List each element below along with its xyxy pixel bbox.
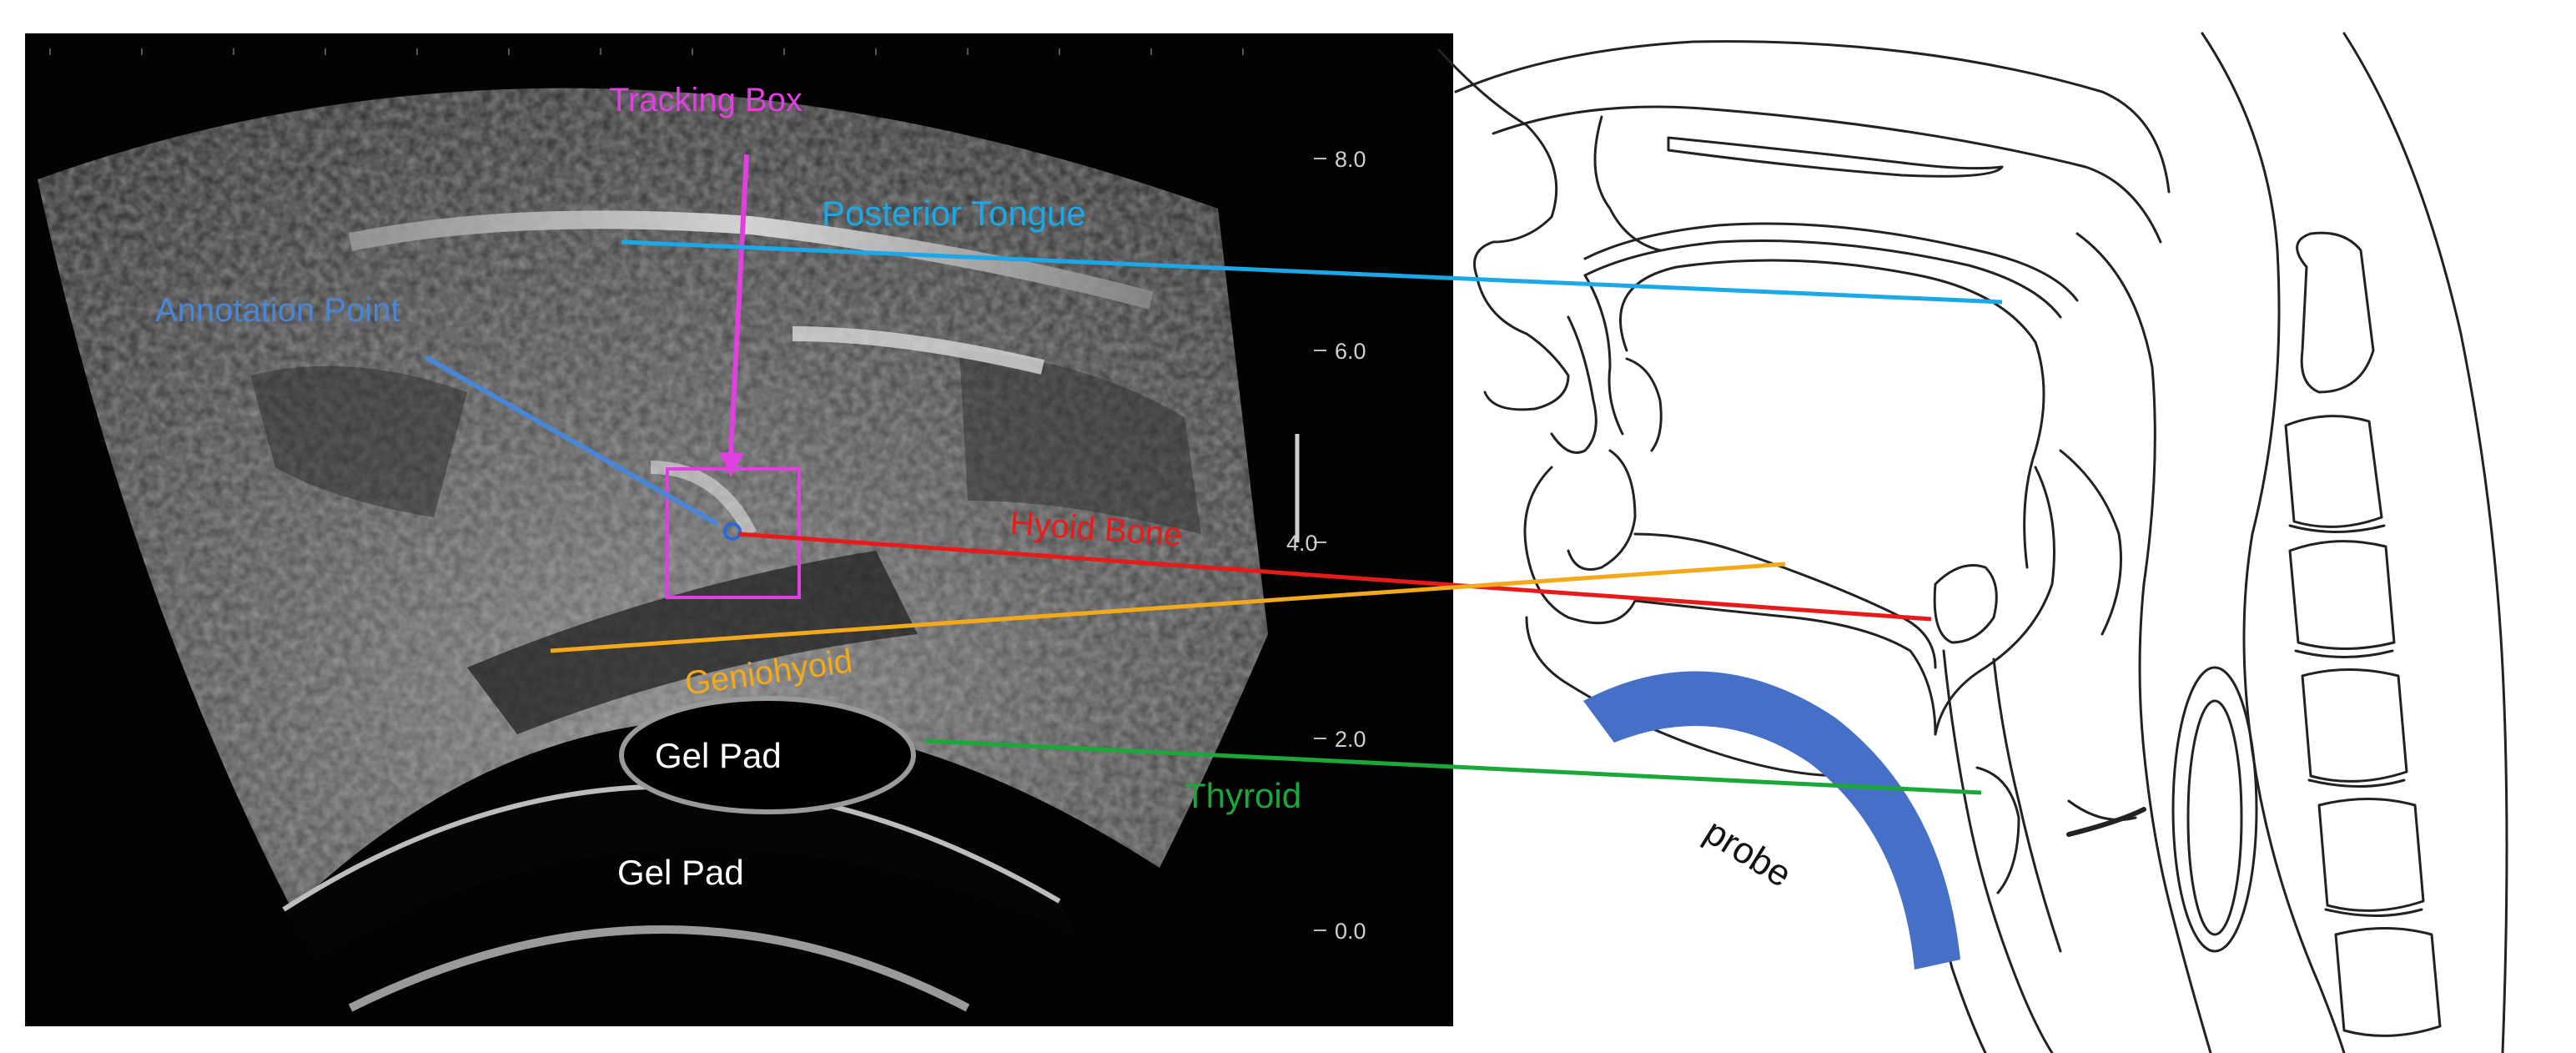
pharynx-anterior xyxy=(1942,649,2054,1053)
posterior-tongue-label: Posterior Tongue xyxy=(822,194,1086,233)
turbinate-outline xyxy=(1667,136,2004,178)
esophagus-oval xyxy=(2171,666,2258,953)
gel-pad-label-lower: Gel Pad xyxy=(617,853,744,892)
depth-label-8: 8.0 xyxy=(1335,147,1366,172)
gel-pad-upper xyxy=(619,696,916,814)
pharynx-posterior xyxy=(2075,232,2212,1053)
ultrasound-image: 8.0 6.0 4.0 2.0 0.0 Gel Pad Gel Pad Trac… xyxy=(25,33,1453,1026)
tracking-box-label: Tracking Box xyxy=(609,82,802,118)
hyoid-bone xyxy=(1933,564,1998,644)
thyroid-label: Thyroid xyxy=(1185,776,1301,815)
upper-lip xyxy=(1475,274,1570,411)
vertebra-c5 xyxy=(2301,668,2408,783)
annotation-point-marker xyxy=(723,522,742,541)
probe-shape xyxy=(1583,671,1960,970)
depth-label-2: 2.0 xyxy=(1335,727,1366,752)
posterior-tongue-line xyxy=(621,239,2003,305)
top-tick-marks xyxy=(49,48,1244,55)
upper-incisor xyxy=(1550,315,1597,454)
hyoid-bone-line xyxy=(737,532,1932,622)
lower-lip xyxy=(1523,466,1637,625)
mandible-inner xyxy=(1633,532,1937,669)
probe-face-arc xyxy=(348,925,970,1012)
nose-outline xyxy=(1437,48,1558,277)
depth-scale: 8.0 6.0 4.0 2.0 0.0 xyxy=(1286,147,1366,944)
epiglottis xyxy=(1934,466,2055,736)
spine-posterior xyxy=(2342,32,2508,1053)
depth-label-6: 6.0 xyxy=(1335,339,1366,364)
probe-label: probe xyxy=(1698,811,1799,895)
vertebra-c4 xyxy=(2288,540,2396,650)
gel-pad-lower xyxy=(284,786,1076,960)
vertebra-c6 xyxy=(2317,798,2425,912)
annotation-point-arrow xyxy=(424,355,719,526)
gel-pad-label-upper: Gel Pad xyxy=(655,736,782,775)
vertebra-c2 xyxy=(2296,231,2375,394)
lower-incisor xyxy=(1567,449,1637,571)
tracking-box-arrowhead xyxy=(719,452,744,477)
anatomy-drawing xyxy=(1437,32,2508,1053)
thyroid-line xyxy=(925,738,1982,795)
annotation-point-label: Annotation Point xyxy=(155,292,400,329)
tongue-surface-echo xyxy=(348,210,1154,310)
nasal-cavity-outline xyxy=(1454,40,2171,194)
vertebra-c7 xyxy=(2334,927,2442,1037)
tongue-dorsum xyxy=(1619,259,2045,569)
geniohyoid-line xyxy=(550,562,1786,653)
depth-label-0: 0.0 xyxy=(1335,919,1366,944)
tracking-box-arrow xyxy=(728,154,749,456)
palate-outline xyxy=(1583,222,2079,302)
spine-anterior xyxy=(2201,32,2346,1053)
vertebra-c3 xyxy=(2284,415,2383,528)
thyroid-cartilage xyxy=(1975,766,2020,894)
depth-label-4: 4.0 xyxy=(1286,531,1318,556)
